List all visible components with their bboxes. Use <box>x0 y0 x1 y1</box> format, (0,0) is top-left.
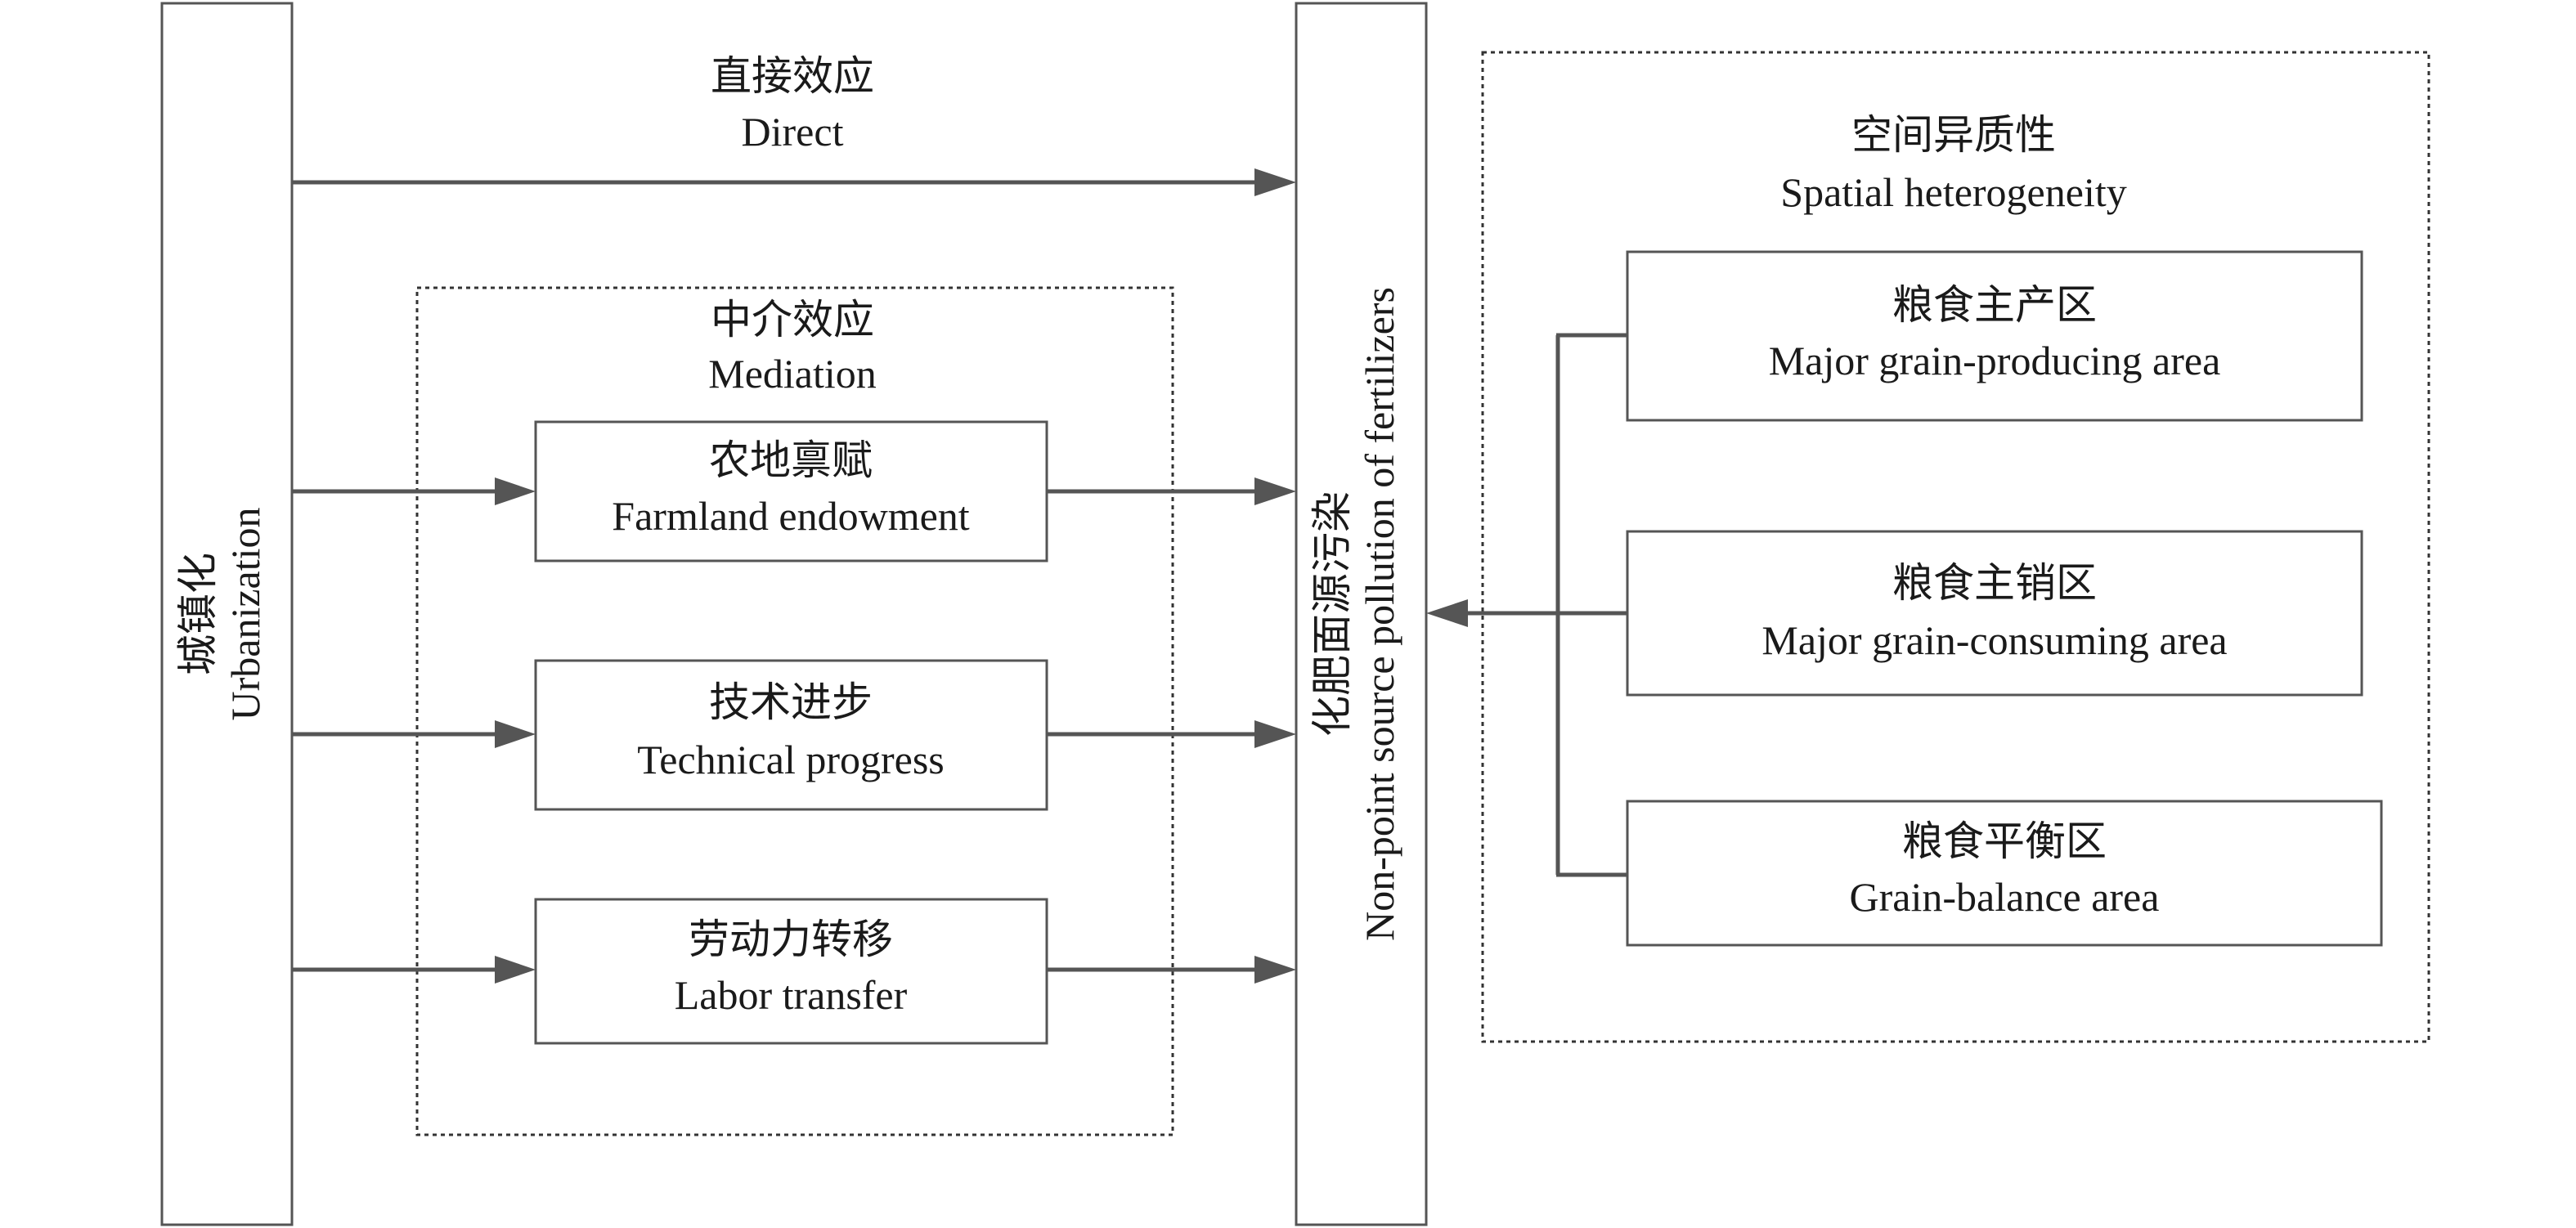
region-grain-balance: 粮食平衡区 Grain-balance area <box>1626 800 2383 947</box>
direct-effect: 直接效应 Direct <box>292 53 1296 196</box>
heterogeneity-connector <box>1426 333 1627 877</box>
technical-progress-label-zh: 技术进步 <box>709 679 873 725</box>
urbanization-box <box>160 2 294 1226</box>
mediator-farmland-endowment: 农地禀赋 Farmland endowment <box>292 420 1296 562</box>
labor-in-arrowhead <box>495 956 536 984</box>
direct-arrowhead <box>1254 168 1296 196</box>
heterogeneity-group-frame <box>1481 51 2430 1043</box>
grain-balance-label-zh: 粮食平衡区 <box>1902 818 2107 864</box>
pollution-label-en: Non-point source pollution of fertilizer… <box>1357 287 1402 941</box>
mediation-title-en: Mediation <box>708 351 877 397</box>
major-grain-consuming-label-en: Major grain-consuming area <box>1761 617 2227 663</box>
urbanization-label-en: Urbanization <box>222 507 268 720</box>
pollution-node: 化肥面源污染 Non-point source pollution of fer… <box>1295 2 1428 1226</box>
mediator-labor-transfer: 劳动力转移 Labor transfer <box>292 898 1296 1045</box>
technical-progress-box <box>534 659 1048 811</box>
region-major-grain-consuming: 粮食主销区 Major grain-consuming area <box>1626 530 2363 697</box>
heterogeneity-title-zh: 空间异质性 <box>1851 112 2056 158</box>
technical-out-arrowhead <box>1254 720 1296 748</box>
heterogeneity-title-en: Spatial heterogeneity <box>1780 169 2126 215</box>
major-grain-consuming-label-zh: 粮食主销区 <box>1892 560 2097 606</box>
farmland-out-arrowhead <box>1254 477 1296 505</box>
direct-label-zh: 直接效应 <box>711 53 874 99</box>
connector-arrowhead <box>1426 599 1468 627</box>
mediation-group-frame <box>415 286 1174 1136</box>
technical-in-arrowhead <box>495 720 536 748</box>
major-grain-producing-label-en: Major grain-producing area <box>1769 338 2221 383</box>
labor-out-arrowhead <box>1254 956 1296 984</box>
pollution-box <box>1295 2 1428 1226</box>
major-grain-producing-box <box>1626 250 2363 422</box>
technical-progress-label-en: Technical progress <box>637 737 945 782</box>
direct-label-en: Direct <box>742 109 844 155</box>
major-grain-consuming-box <box>1626 530 2363 697</box>
mediator-technical-progress: 技术进步 Technical progress <box>292 659 1296 811</box>
mediation-title-zh: 中介效应 <box>711 297 874 343</box>
grain-balance-label-en: Grain-balance area <box>1850 874 2160 920</box>
labor-transfer-label-en: Labor transfer <box>675 972 908 1018</box>
farmland-endowment-box <box>534 420 1048 562</box>
pollution-label-zh: 化肥面源污染 <box>1309 491 1355 737</box>
urbanization-node: 城镇化 Urbanization <box>160 2 294 1226</box>
urbanization-label-zh: 城镇化 <box>175 553 221 675</box>
major-grain-producing-label-zh: 粮食主产区 <box>1892 282 2097 328</box>
farmland-endowment-label-en: Farmland endowment <box>612 493 970 539</box>
labor-transfer-label-zh: 劳动力转移 <box>689 917 893 962</box>
labor-transfer-box <box>534 898 1048 1045</box>
farmland-in-arrowhead <box>495 477 536 505</box>
region-major-grain-producing: 粮食主产区 Major grain-producing area <box>1626 250 2363 422</box>
farmland-endowment-label-zh: 农地禀赋 <box>709 437 873 483</box>
